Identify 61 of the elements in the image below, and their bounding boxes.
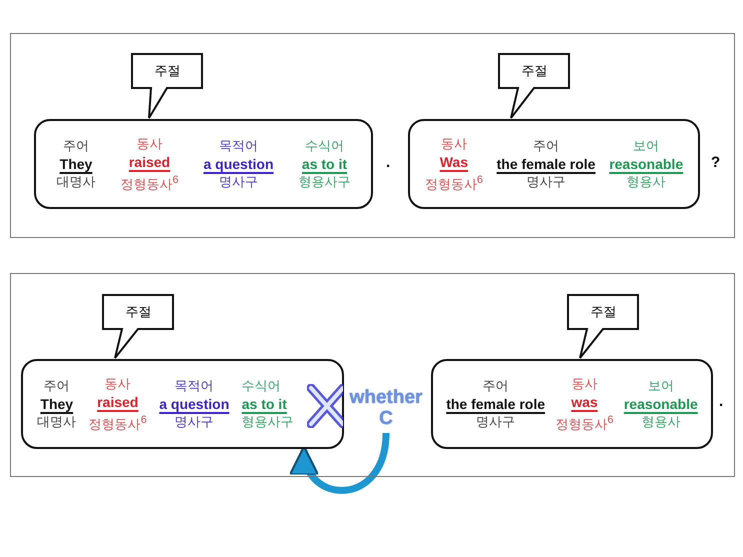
sentence-word: as to it (302, 155, 348, 173)
conjunction-word: whether C (348, 387, 424, 429)
word-class-label: 정형동사$^{6}$ (88, 412, 147, 434)
punctuation-mark: . (386, 154, 390, 171)
panel-frame (10, 33, 735, 238)
role-label: 주어 (482, 377, 509, 395)
role-label: 보어 (648, 377, 674, 395)
role-label: 동사 (136, 134, 162, 153)
punctuation-mark: ? (711, 154, 720, 171)
panel-frame (10, 273, 735, 477)
role-label: 주어 (533, 137, 560, 155)
word-class-label: 형용사 (641, 413, 680, 431)
speech-bubble (131, 53, 204, 119)
callout-text: 주절 (520, 62, 548, 80)
role-label: 동사 (104, 374, 131, 393)
clause-box (408, 119, 700, 209)
word-class-label: 형용사구 (298, 173, 350, 191)
curved-arrow (292, 432, 390, 494)
word-class-label: 명사구 (476, 413, 516, 431)
sentence-word: raised (97, 392, 138, 411)
sentence-word: a question (159, 395, 230, 413)
role-label: 주어 (62, 137, 89, 155)
punctuation-mark: . (719, 393, 724, 410)
callout-text: 주절 (124, 303, 152, 321)
word-class-label: 정형동사$^{6}$ (120, 172, 178, 194)
word-class-label: 명사구 (526, 173, 566, 191)
word-class-label: 명사구 (218, 173, 258, 191)
sentence-word: as to it (242, 395, 287, 413)
sentence-word: reasonable (624, 395, 698, 413)
role-label: 목적어 (218, 137, 258, 155)
word-class-label: 대명사 (37, 413, 76, 431)
word-class-label: 정형동사$^{6}$ (555, 412, 614, 434)
sentence-word: a question (203, 155, 274, 173)
callout-text: 주절 (590, 303, 618, 321)
role-label: 주어 (44, 377, 70, 395)
role-label: 동사 (571, 374, 598, 393)
clause-box (34, 119, 373, 209)
callout-text: 주절 (154, 62, 182, 80)
role-label: 보어 (633, 137, 660, 155)
sentence-word: They (60, 155, 92, 173)
clause-box (431, 359, 713, 449)
word-class-label: 명사구 (174, 413, 214, 431)
speech-bubble (498, 53, 571, 119)
word-class-label: 대명사 (56, 173, 96, 191)
word-class-label: 형용사 (626, 173, 666, 191)
speech-bubble (102, 294, 175, 359)
sentence-word: was (571, 392, 598, 411)
word-class-label: 정형동사$^{6}$ (424, 172, 483, 194)
sentence-word: Was (440, 152, 468, 171)
word-class-label: 형용사구 (242, 413, 294, 431)
sentence-word: raised (128, 152, 170, 171)
sentence-word: the female role (446, 395, 546, 413)
role-label: 동사 (440, 134, 467, 153)
clause-box (21, 359, 344, 449)
role-label: 목적어 (174, 377, 214, 395)
sentence-word: the female role (496, 155, 596, 173)
sentence-word: reasonable (609, 155, 684, 173)
speech-bubble (567, 294, 640, 359)
role-label: 수식어 (304, 137, 344, 155)
role-label: 수식어 (242, 377, 281, 395)
sentence-word: They (40, 395, 74, 413)
